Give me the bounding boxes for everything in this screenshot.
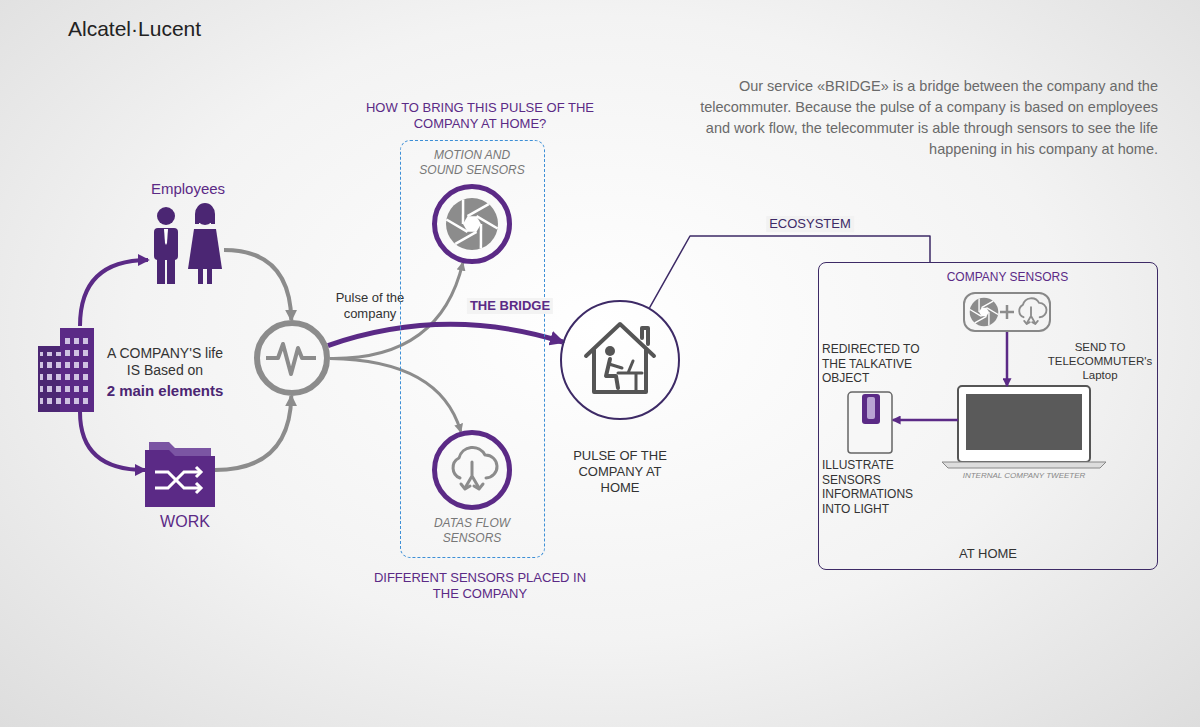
sensors-group: HOW TO BRING THIS PULSE OF THE COMPANY A… xyxy=(362,98,598,614)
circle-stroke xyxy=(435,187,510,262)
talkative-object xyxy=(848,392,892,453)
sensor-node: MOTION AND SOUND SENSORS xyxy=(410,146,534,266)
node-heading: REDIRECTED TO THE TALKATIVE OBJECT xyxy=(822,342,942,386)
service-description: Our service «BRIDGE» is a bridge between… xyxy=(688,76,1158,160)
node-text: ILLUSTRATE SENSORS INFORMATIONS INTO LIG… xyxy=(822,458,926,517)
connector xyxy=(328,324,563,345)
connector xyxy=(893,419,958,422)
sensor-node: DATAS FLOW SENSORS xyxy=(410,428,534,558)
sensor-circle xyxy=(432,184,512,264)
cloud-icon xyxy=(1019,298,1046,324)
pulse-node: Pulse of the company xyxy=(252,286,412,400)
logo-text: Alcatel·Lucent xyxy=(68,16,201,42)
aperture-icon xyxy=(446,198,498,250)
node-heading: MOTION AND SOUND SENSORS xyxy=(416,148,528,177)
talkative-node: REDIRECTED TO THE TALKATIVE OBJECT ILLUST… xyxy=(820,340,942,535)
circle-outline xyxy=(560,300,680,420)
sensor-circle xyxy=(432,430,512,510)
node-heading: A COMPANY'S life IS Based on xyxy=(100,345,230,379)
plus-symbol xyxy=(1000,305,1014,319)
node-heading: Employees xyxy=(140,180,236,198)
at-home-box: AT HOME COMPANY SENSORS SEND TO TELECOMMUT… xyxy=(818,262,1158,570)
sensor-badge xyxy=(963,292,1051,332)
node-heading: Pulse of the company xyxy=(330,290,410,322)
connector xyxy=(650,236,931,308)
node-text: DIFFERENT SENSORS PLACED IN THE COMPANY xyxy=(362,570,598,602)
dashed-frame xyxy=(400,140,545,558)
edge-label: THE BRIDGE xyxy=(467,298,553,314)
connector xyxy=(80,260,148,326)
company-sensors-node: COMPANY SENSORS xyxy=(935,268,1080,336)
node-heading: SEND TO TELECOMMUTER's Laptop xyxy=(1044,340,1156,382)
folder-area xyxy=(145,442,215,508)
node-text: 2 main elements xyxy=(100,382,230,400)
home-icon xyxy=(586,324,654,392)
connector xyxy=(330,263,463,359)
circle-stroke xyxy=(257,323,327,393)
connector xyxy=(224,250,291,320)
connector xyxy=(80,412,145,470)
circle-stroke xyxy=(435,433,510,508)
node-heading: COMPANY SENSORS xyxy=(935,270,1080,285)
node-heading: WORK xyxy=(130,512,240,532)
building-icon xyxy=(38,328,94,412)
ecosystem-frame xyxy=(818,262,1158,570)
circle-outline xyxy=(254,320,330,396)
building-area xyxy=(36,326,96,412)
object-area xyxy=(849,391,893,453)
connector xyxy=(330,359,461,432)
node-heading: PULSE OF THE COMPANY AT HOME xyxy=(566,448,674,496)
work-node: WORK xyxy=(130,434,240,534)
home-circle xyxy=(560,300,680,420)
employees-node: Employees xyxy=(140,176,236,288)
pulse-circle xyxy=(254,320,330,396)
circle-stroke xyxy=(561,301,679,419)
node-heading: HOW TO BRING THIS PULSE OF THE COMPANY A… xyxy=(362,100,598,132)
aperture-icon xyxy=(970,298,999,327)
folder-icon xyxy=(145,442,215,507)
circle-outline xyxy=(432,184,512,264)
node-heading: DATAS FLOW SENSORS xyxy=(416,516,528,545)
circle-outline xyxy=(432,430,512,510)
employees-area xyxy=(148,205,224,285)
laptop-area xyxy=(958,386,1090,462)
connector xyxy=(215,396,291,470)
laptop-node: SEND TO TELECOMMUTER's LaptopINTERNAL CO… xyxy=(945,338,1157,498)
pulse-wave xyxy=(266,344,316,374)
laptop-icon xyxy=(942,386,1106,468)
employees-icon xyxy=(154,203,222,284)
node-heading: AT HOME xyxy=(818,546,1158,562)
company-node: A COMPANY'S life IS Based on 2 main eleme… xyxy=(36,324,252,414)
cloud-icon xyxy=(453,447,497,489)
edge-label: ECOSYSTEM xyxy=(766,216,854,232)
home-node: PULSE OF THE COMPANY AT HOME xyxy=(555,298,687,503)
connector xyxy=(1006,332,1009,386)
node-text: INTERNAL COMPANY TWEETER xyxy=(958,471,1090,481)
